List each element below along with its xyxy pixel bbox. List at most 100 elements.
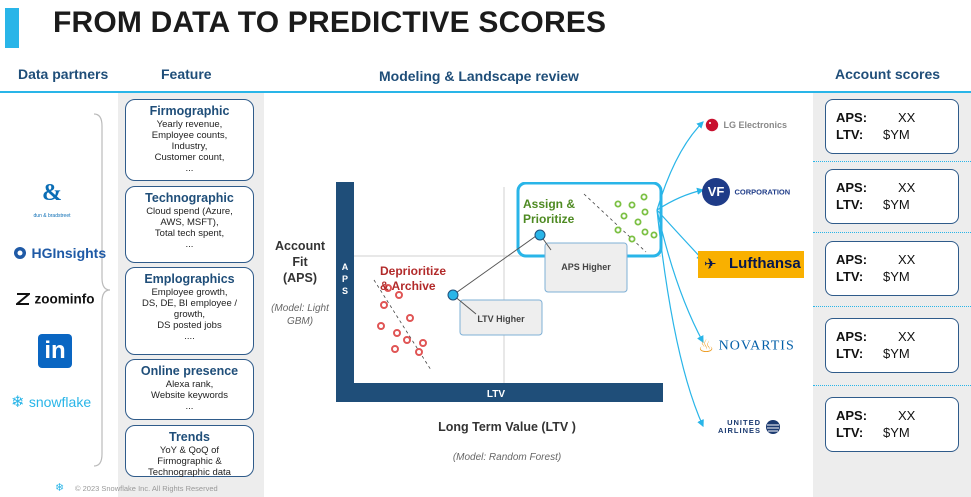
aps-label: APS: bbox=[836, 180, 868, 195]
ltv-value: $YM bbox=[883, 197, 910, 212]
deprioritize-dot bbox=[380, 301, 388, 309]
column-header-feature: Feature bbox=[161, 66, 212, 82]
title-accent-bar bbox=[5, 8, 19, 48]
target-position-node bbox=[534, 229, 546, 241]
company-name: LG Electronics bbox=[723, 119, 787, 130]
account-score-card: APS: XX LTV: $YM bbox=[825, 318, 959, 373]
aps-value: XX bbox=[898, 110, 916, 125]
movement-arrow bbox=[452, 235, 537, 296]
assign-dot bbox=[640, 193, 648, 201]
y-axis-label: APS bbox=[342, 262, 349, 296]
deprioritize-dot bbox=[415, 348, 423, 356]
account-score-card: APS:XX LTV:$YM bbox=[825, 397, 959, 452]
aps-higher-box bbox=[544, 242, 628, 293]
ltv-value: $YM bbox=[883, 346, 910, 361]
company-name: NOVARTIS bbox=[718, 338, 795, 354]
ltv-higher-box bbox=[459, 299, 543, 336]
ltv-value: $YM bbox=[883, 127, 910, 142]
company-connectors bbox=[656, 121, 705, 428]
dnb-logo-icon: & bbox=[42, 180, 62, 206]
deprioritize-label-line: & Archive bbox=[380, 279, 436, 293]
aps-label: APS: bbox=[836, 408, 868, 423]
company-name: UNITED AIRLINES bbox=[718, 417, 762, 435]
linkedin-logo-icon: in bbox=[44, 337, 66, 364]
feature-emplographics: Emplographics Employee growth, DS, DE, B… bbox=[125, 267, 254, 355]
feature-title: Technographic bbox=[145, 191, 234, 205]
x-axis-title: Long Term Value (LTV ) bbox=[438, 420, 576, 434]
y-axis-letter: S bbox=[342, 286, 348, 296]
hg-insights-logo-icon bbox=[14, 246, 26, 259]
assign-dot bbox=[634, 218, 642, 226]
partner-zoominfo: zoominfo bbox=[14, 290, 94, 308]
partner-name: snowflake bbox=[28, 394, 92, 410]
deprioritize-dot bbox=[395, 291, 403, 299]
aps-value: XX bbox=[898, 180, 916, 195]
assign-dot bbox=[614, 226, 622, 234]
page-title: FROM DATA TO PREDICTIVE SCORES bbox=[53, 6, 607, 39]
assign-dot bbox=[628, 201, 636, 209]
score-divider bbox=[813, 161, 971, 162]
deprioritize-dot bbox=[393, 329, 401, 337]
ltv-label: LTV: bbox=[836, 197, 864, 212]
column-header-partners: Data partners bbox=[18, 66, 109, 82]
column-header-scores: Account scores bbox=[835, 66, 941, 82]
deprioritize-dot bbox=[391, 345, 399, 353]
aps-value: XX bbox=[898, 408, 916, 423]
y-axis-title: Account Fit (APS) bbox=[275, 239, 325, 285]
lg-logo-icon bbox=[705, 118, 719, 131]
ltv-label: LTV: bbox=[836, 346, 864, 361]
chart-dots bbox=[377, 193, 658, 356]
aps-label: APS: bbox=[836, 110, 868, 125]
ltv-label: LTV: bbox=[836, 269, 864, 284]
ltv-value: $YM bbox=[883, 269, 910, 284]
assign-dot bbox=[641, 228, 649, 236]
account-score-card: APS:XX LTV:$YM bbox=[825, 241, 959, 296]
partner-linkedin: in bbox=[38, 334, 72, 368]
partner-hg-insights: HGInsights bbox=[13, 244, 106, 262]
partner-dnb: & dun & bradstreet bbox=[30, 178, 74, 219]
aps-label: APS: bbox=[836, 329, 868, 344]
x-model-note: (Model: Random Forest) bbox=[452, 452, 562, 463]
aps-value: XX bbox=[898, 329, 916, 344]
feature-title: Emplographics bbox=[144, 272, 235, 286]
diagonal-guide-high bbox=[583, 193, 647, 253]
column-header-modeling: Modeling & Landscape review bbox=[379, 68, 579, 84]
feature-title: Online presence bbox=[140, 364, 239, 378]
snowflake-logo-icon: ❄ bbox=[11, 394, 25, 411]
feature-online-presence: Online presence Alexa rank, Website keyw… bbox=[125, 359, 254, 420]
feature-title: Firmographic bbox=[149, 104, 230, 118]
x-axis-bar bbox=[336, 383, 663, 402]
deprioritize-dot bbox=[377, 322, 385, 330]
feature-description: Alexa rank, Website keywords ... bbox=[151, 379, 228, 412]
feature-title: Trends bbox=[169, 430, 210, 444]
aps-higher-label: APS Higher bbox=[561, 262, 611, 272]
assign-dot bbox=[620, 212, 628, 220]
deprioritize-label-line: Deprioritize bbox=[380, 264, 446, 278]
company-vf: VF CORPORATION bbox=[702, 178, 790, 206]
assign-label-line: Prioritize bbox=[523, 212, 575, 226]
chart-frame bbox=[336, 182, 663, 402]
assign-dot bbox=[614, 200, 622, 208]
ltv-label: LTV: bbox=[836, 425, 864, 440]
feature-description: YoY & QoQ of Firmographic & Technographi… bbox=[148, 445, 231, 478]
account-score-card: APS: XX LTV: $YM bbox=[825, 169, 959, 224]
novartis-logo-icon: ♨ bbox=[698, 336, 715, 356]
united-logo-icon bbox=[766, 419, 781, 434]
deprioritize-dot bbox=[419, 339, 427, 347]
company-lg: LG Electronics bbox=[705, 116, 787, 134]
assign-label-line: Assign & bbox=[523, 197, 575, 211]
assign-dot bbox=[628, 235, 636, 243]
snowflake-footer-icon: ❄ bbox=[55, 482, 65, 494]
lufthansa-logo-icon: ✈ bbox=[704, 256, 717, 273]
deprioritize-dot bbox=[403, 336, 411, 344]
copyright: © 2023 Snowflake Inc. All Rights Reserve… bbox=[75, 484, 218, 493]
deprioritize-dot bbox=[384, 284, 392, 292]
deprioritize-label: Deprioritize& Archive bbox=[380, 264, 446, 293]
partner-bracket bbox=[93, 113, 111, 467]
y-model-note: (Model: Light GBM) bbox=[271, 303, 329, 327]
zoominfo-logo-icon bbox=[14, 292, 32, 305]
ltv-higher-label: LTV Higher bbox=[477, 314, 525, 324]
aps-label: APS: bbox=[836, 252, 868, 267]
partner-snowflake: ❄ snowflake bbox=[11, 392, 91, 412]
feature-trends: Trends YoY & QoQ of Firmographic & Techn… bbox=[125, 425, 254, 478]
